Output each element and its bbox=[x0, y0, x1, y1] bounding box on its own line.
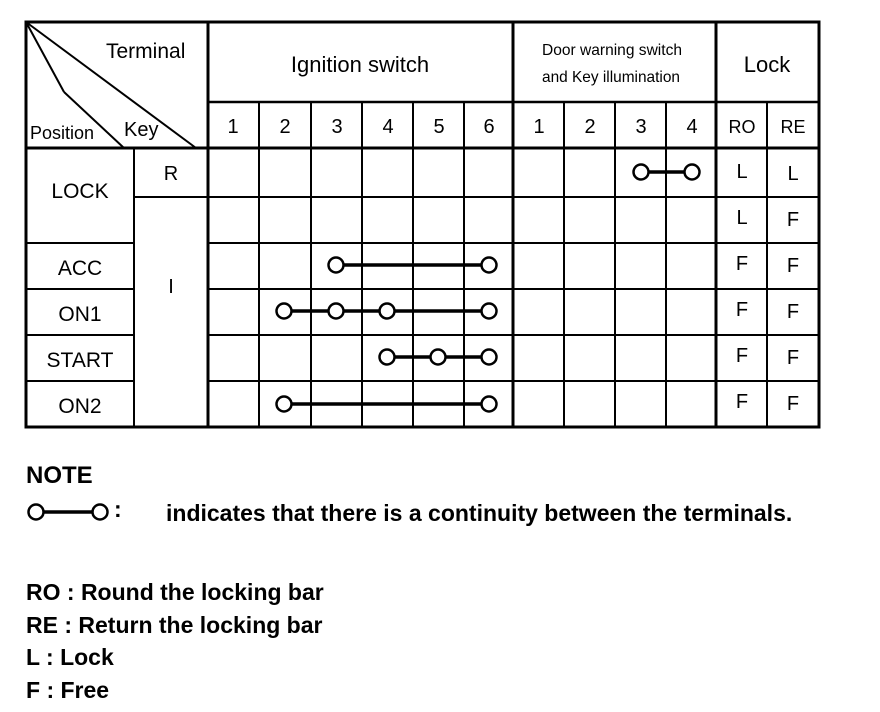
lock-ro-value: F bbox=[736, 299, 748, 321]
terminal-number: 5 bbox=[433, 116, 444, 138]
lock-ro-value: F bbox=[736, 253, 748, 275]
continuity-terminal-node bbox=[683, 163, 701, 181]
lock-re-value: F bbox=[787, 347, 799, 369]
ignition-switch-header: Ignition switch bbox=[291, 52, 429, 77]
terminal-number-row: 1 2 3 4 5 6 1 2 3 4 RO RE bbox=[227, 116, 805, 138]
continuity-terminal-node bbox=[327, 302, 345, 320]
legend: RO : Round the locking bar RE : Return t… bbox=[26, 576, 324, 706]
continuity-terminal-node bbox=[480, 395, 498, 413]
continuity-terminal-node bbox=[378, 302, 396, 320]
position-label: ACC bbox=[58, 257, 102, 280]
key-label: I bbox=[168, 276, 174, 298]
legend-ro: RO : Round the locking bar bbox=[26, 579, 324, 605]
lock-ro-value: F bbox=[736, 391, 748, 413]
lock-ro-value: F bbox=[736, 345, 748, 367]
terminal-number: 4 bbox=[686, 116, 697, 138]
terminal-number: 2 bbox=[279, 116, 290, 138]
lock-re-value: L bbox=[787, 163, 798, 185]
legend-f: F : Free bbox=[26, 676, 110, 703]
continuity-terminal-node bbox=[429, 348, 447, 366]
lock-re-value: F bbox=[787, 209, 799, 231]
lock-re-value: F bbox=[787, 255, 799, 277]
legend-re: RE : Return the locking bar bbox=[26, 611, 323, 638]
continuity-symbol-icon bbox=[27, 503, 109, 521]
terminal-header: Terminal bbox=[106, 40, 185, 63]
continuity-terminal-node bbox=[632, 163, 650, 181]
terminal-number: 1 bbox=[227, 116, 238, 138]
door-warning-header-line1: Door warning switch bbox=[542, 42, 682, 59]
lock-re-value: F bbox=[787, 301, 799, 323]
terminal-number: 3 bbox=[331, 116, 342, 138]
terminal-number: RE bbox=[780, 117, 805, 137]
terminal-number: 2 bbox=[584, 116, 595, 138]
terminal-number: RO bbox=[729, 117, 756, 137]
terminal-number: 6 bbox=[483, 116, 494, 138]
continuity-links bbox=[275, 163, 701, 413]
continuity-terminal-node bbox=[480, 348, 498, 366]
note-title: NOTE bbox=[26, 462, 93, 489]
position-label: LOCK bbox=[51, 180, 108, 203]
continuity-terminal-node bbox=[480, 302, 498, 320]
lock-ro-value: L bbox=[736, 161, 747, 183]
table-grid bbox=[24, 20, 821, 429]
note-symbol-line: : indicates that there is a continuity b… bbox=[26, 496, 846, 566]
continuity-terminal-node bbox=[275, 302, 293, 320]
lock-header: Lock bbox=[744, 52, 791, 77]
continuity-terminal-node bbox=[275, 395, 293, 413]
continuity-table: Terminal Position Key Ignition switch Do… bbox=[24, 20, 821, 429]
terminal-number: 1 bbox=[533, 116, 544, 138]
position-label: START bbox=[47, 349, 114, 372]
door-warning-header-line2: and Key illumination bbox=[542, 69, 680, 86]
key-label: R bbox=[164, 163, 178, 185]
terminal-number: 3 bbox=[635, 116, 646, 138]
position-label: ON2 bbox=[58, 395, 101, 418]
continuity-terminal-node bbox=[378, 348, 396, 366]
position-label: ON1 bbox=[58, 303, 101, 326]
key-header: Key bbox=[124, 119, 158, 141]
continuity-terminal-node bbox=[327, 256, 345, 274]
legend-l: L : Lock bbox=[26, 644, 114, 670]
terminal-number: 4 bbox=[382, 116, 393, 138]
note-text: indicates that there is a continuity bet… bbox=[166, 500, 793, 526]
lock-ro-value: L bbox=[736, 207, 747, 229]
lock-re-value: F bbox=[787, 393, 799, 415]
note-colon: : bbox=[114, 496, 122, 522]
position-header: Position bbox=[30, 123, 94, 143]
continuity-terminal-node bbox=[480, 256, 498, 274]
